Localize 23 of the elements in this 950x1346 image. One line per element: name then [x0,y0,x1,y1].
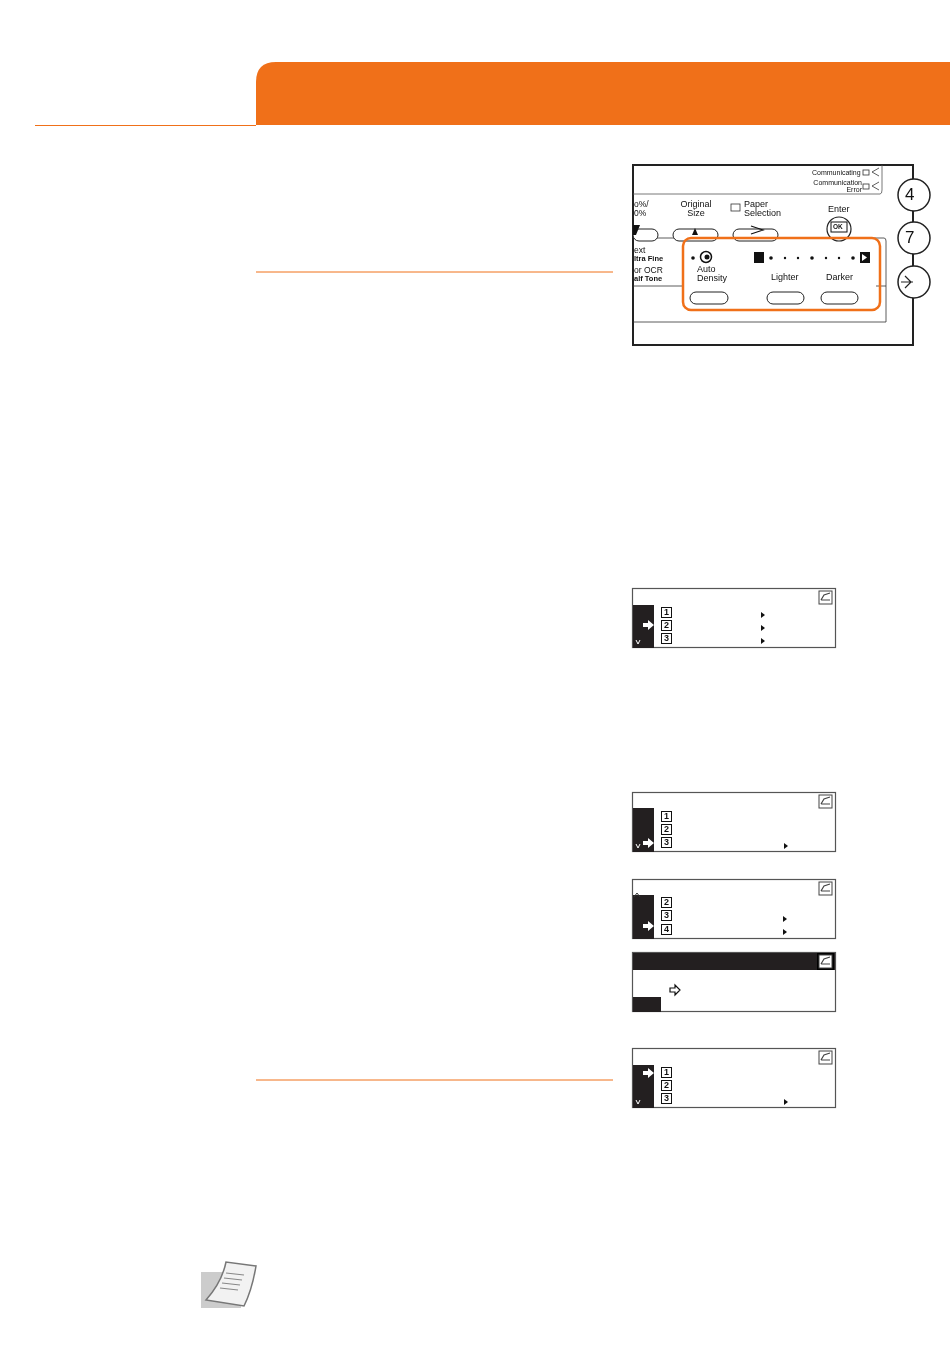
menu-number: 1 [661,1067,672,1078]
mode-label: ext [634,246,646,255]
keypad-digit: 4 [905,186,915,203]
key-label: Paper Selection [744,200,783,218]
keypad-digit: 7 [905,229,915,246]
menu-number: 1 [661,811,672,822]
key-label: Auto Density [697,265,728,283]
key-label: o%/ 0% [634,200,650,217]
key-label: Enter [828,205,850,214]
menu-number: 2 [661,824,672,835]
mode-label: or OCR [634,266,663,275]
key-label: Original Size [679,200,713,218]
menu-number: 2 [661,1080,672,1091]
menu-number: 3 [661,633,672,644]
menu-number: 3 [661,910,672,921]
menu-number: 3 [661,1093,672,1104]
menu-number: 2 [661,620,672,631]
menu-number: 3 [661,837,672,848]
menu-number: 4 [661,924,672,935]
key-label: Lighter [771,273,799,282]
menu-number: 2 [661,897,672,908]
key-label: Darker [826,273,853,282]
menu-number: 1 [661,607,672,618]
